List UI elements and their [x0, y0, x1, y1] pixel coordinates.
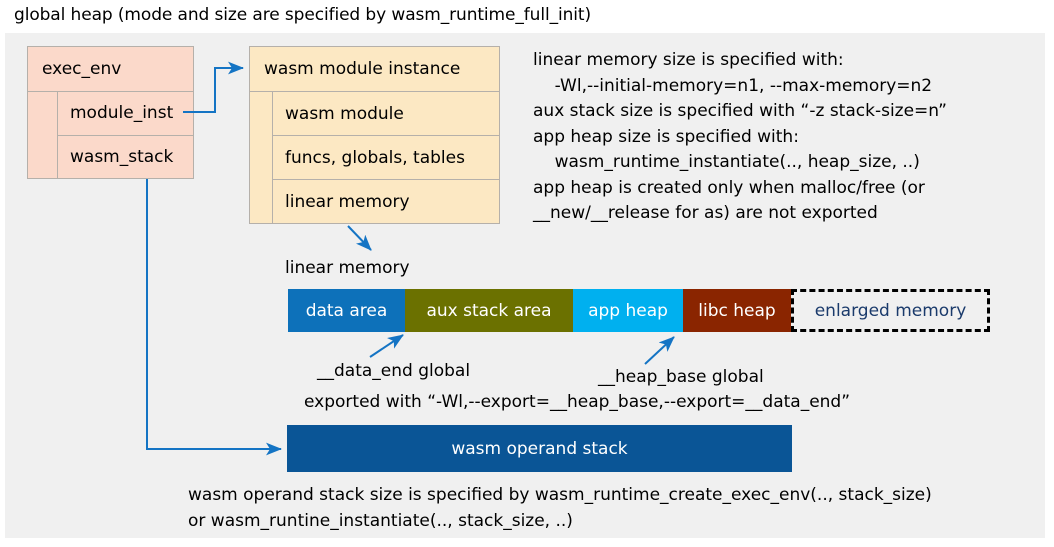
memory-segment-aux-stack-area: aux stack area: [405, 289, 573, 332]
page-title: global heap (mode and size are specified…: [14, 5, 591, 25]
memory-segment-enlarged-memory: enlarged memory: [791, 289, 990, 332]
memory-segment-app-heap: app heap: [573, 289, 683, 332]
exec-env-body: module_inst wasm_stack: [28, 92, 193, 178]
module-instance-gutter: [250, 92, 273, 223]
module-instance-header: wasm module instance: [250, 47, 499, 92]
exported-with-label: exported with “-Wl,--export=__heap_base,…: [304, 392, 851, 412]
exec-env-header: exec_env: [28, 47, 193, 92]
module-instance-field-funcs-globals-tables: funcs, globals, tables: [273, 136, 499, 180]
exec-env-gutter: [28, 92, 58, 178]
exec-env-box: exec_env module_inst wasm_stack: [27, 46, 194, 179]
memory-segment-data-area: data area: [288, 289, 405, 332]
data-end-label: __data_end global: [317, 361, 471, 381]
module-instance-body: wasm module funcs, globals, tables linea…: [250, 92, 499, 223]
exec-env-field-wasm-stack: wasm_stack: [58, 135, 193, 178]
linear-memory-label: linear memory: [285, 258, 410, 278]
wasm-module-instance-box: wasm module instance wasm module funcs, …: [249, 46, 500, 224]
module-instance-field-wasm-module: wasm module: [273, 92, 499, 136]
memory-config-note: linear memory size is specified with: -W…: [533, 50, 947, 223]
wasm-operand-stack-box: wasm operand stack: [287, 425, 792, 472]
heap-base-label: __heap_base global: [598, 367, 764, 387]
memory-segment-libc-heap: libc heap: [683, 289, 791, 332]
exec-env-fields: module_inst wasm_stack: [58, 92, 193, 178]
operand-stack-note: wasm operand stack size is specified by …: [188, 485, 932, 531]
module-instance-fields: wasm module funcs, globals, tables linea…: [273, 92, 499, 223]
exec-env-field-module-inst: module_inst: [58, 92, 193, 136]
module-instance-field-linear-memory: linear memory: [273, 180, 499, 223]
